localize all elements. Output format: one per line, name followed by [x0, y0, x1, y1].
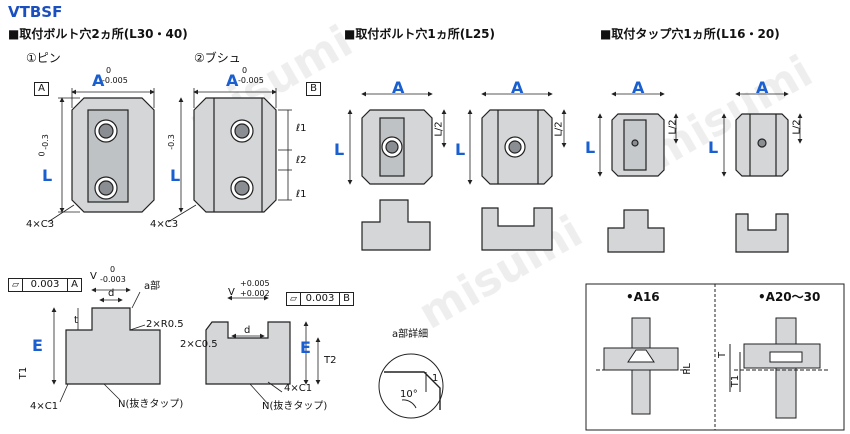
dim-A-l25-bush: A [511, 78, 524, 97]
a-detail [378, 353, 444, 419]
flatness-datum-b: B [339, 292, 354, 306]
l16-dims [597, 91, 803, 177]
a-detail-angle: 10° [400, 389, 418, 400]
dim-V-bush: V [228, 287, 235, 298]
bush-dims [167, 88, 292, 223]
label-a-part: a部 [144, 281, 161, 292]
inset-a16 [596, 317, 690, 415]
inset-t1-label: T1 [730, 374, 742, 388]
l25-dims [347, 91, 567, 185]
tol-V2-lower: +0.002 [240, 289, 270, 298]
tol-zero-L-pin: 0 [37, 151, 47, 157]
flatness-value-b: 0.003 [300, 292, 340, 306]
dim-L-l16-pin: L [585, 138, 596, 157]
dim-A-l25-pin: A [392, 78, 405, 97]
l16-side-views [607, 209, 789, 253]
section-heading-tap-1: ■取付タップ穴1ヵ所(L16・20) [600, 27, 780, 41]
dim-l1-bottom: ℓ1 [296, 189, 307, 200]
dim-L-bush: L [170, 166, 181, 185]
page-title: VTBSF [8, 3, 63, 21]
tol-A-pin: -0.005 [102, 76, 128, 85]
a-detail-title: a部詳細 [392, 329, 429, 340]
chamfer-c1-pin: 4×C1 [30, 401, 59, 412]
dim-l2: ℓ2 [296, 155, 307, 166]
l16-bush-view [735, 113, 789, 177]
radius-r05: 2×R0.5 [146, 319, 184, 330]
dim-L-pin: L [42, 166, 53, 185]
tol-V2-upper: +0.005 [240, 279, 270, 288]
dim-L2-l25-pin: L/2 [433, 121, 445, 137]
datum-a-box: A [34, 82, 49, 96]
datum-b-box: B [306, 82, 321, 96]
section-heading-bolt-1: ■取付ボルト穴1ヵ所(L25) [344, 27, 496, 41]
dim-A-bush: A [226, 71, 239, 90]
dim-A-l16-bush: A [756, 78, 769, 97]
dim-T1-pin: T1 [18, 366, 30, 380]
bush-top-view [193, 97, 277, 213]
l16-pin-view [611, 113, 665, 177]
tol-L-bush: -0.3 [166, 134, 176, 150]
dim-T2-bush: T2 [324, 355, 337, 366]
chamfer-c05: 2×C0.5 [180, 339, 218, 350]
inset-a20-label: •A20～30 [758, 290, 821, 304]
chamfer-c3-pin: 4×C3 [26, 219, 55, 230]
tol-A-bush: -0.005 [238, 76, 264, 85]
a-detail-one: 1 [432, 373, 439, 384]
variant-bush-label: ②ブシュ [194, 51, 241, 65]
dim-d-pin: d [108, 288, 115, 299]
pin-side-dims [51, 287, 146, 403]
chamfer-c3-bush: 4×C3 [150, 219, 179, 230]
inset-a20 [729, 317, 830, 419]
dim-V-pin: V [90, 271, 97, 282]
flatness-value-a: 0.003 [22, 278, 68, 292]
dim-E-bush: E [300, 338, 311, 357]
dim-L-l25-pin: L [334, 140, 345, 159]
dim-A-pin: A [92, 71, 105, 90]
tol-zero-A-pin: 0 [106, 66, 112, 75]
tol-zero-A-bush: 0 [242, 66, 248, 75]
variant-pin-label: ①ピン [26, 51, 61, 65]
l25-side-views [361, 199, 553, 251]
tol-V-lower: -0.003 [100, 275, 126, 284]
flatness-symbol-b: ⏥ [286, 292, 301, 306]
pin-dims [47, 88, 155, 223]
flatness-datum-a: A [67, 278, 82, 292]
tol-L-pin: -0.3 [40, 134, 50, 150]
inset-panel [585, 283, 845, 431]
flatness-symbol-a: ⏥ [8, 278, 23, 292]
dim-L2-l16-pin: L/2 [667, 119, 679, 135]
dim-A-l16-pin: A [632, 78, 645, 97]
dim-L-l25-bush: L [455, 140, 466, 159]
chamfer-c1-bush: 4×C1 [284, 383, 313, 394]
bush-side-dims [227, 295, 321, 405]
tap-label-pin: N(抜きタップ) [118, 399, 184, 410]
dim-L-l16-bush: L [708, 138, 719, 157]
dim-L2-l25-bush: L/2 [553, 121, 565, 137]
inset-a16-label: •A16 [626, 290, 660, 304]
section-heading-bolt-2: ■取付ボルト穴2ヵ所(L30・40) [8, 27, 188, 41]
tap-label-bush: N(抜きタップ) [262, 401, 328, 412]
inset-t-label: T [717, 351, 729, 359]
inset-pl-label: PL [681, 363, 693, 375]
dim-l1-top: ℓ1 [296, 123, 307, 134]
dim-t-pin: t [74, 315, 78, 326]
bush-side-section [205, 321, 291, 385]
tol-V-upper: 0 [110, 265, 116, 274]
l25-bush-view [481, 109, 553, 185]
svg-text:misumi: misumi [640, 46, 821, 180]
dim-d-bush: d [244, 325, 251, 336]
dim-L2-l16-bush: L/2 [791, 119, 803, 135]
dim-E-pin: E [32, 336, 43, 355]
l25-pin-view [361, 109, 433, 185]
pin-top-view [71, 97, 155, 213]
